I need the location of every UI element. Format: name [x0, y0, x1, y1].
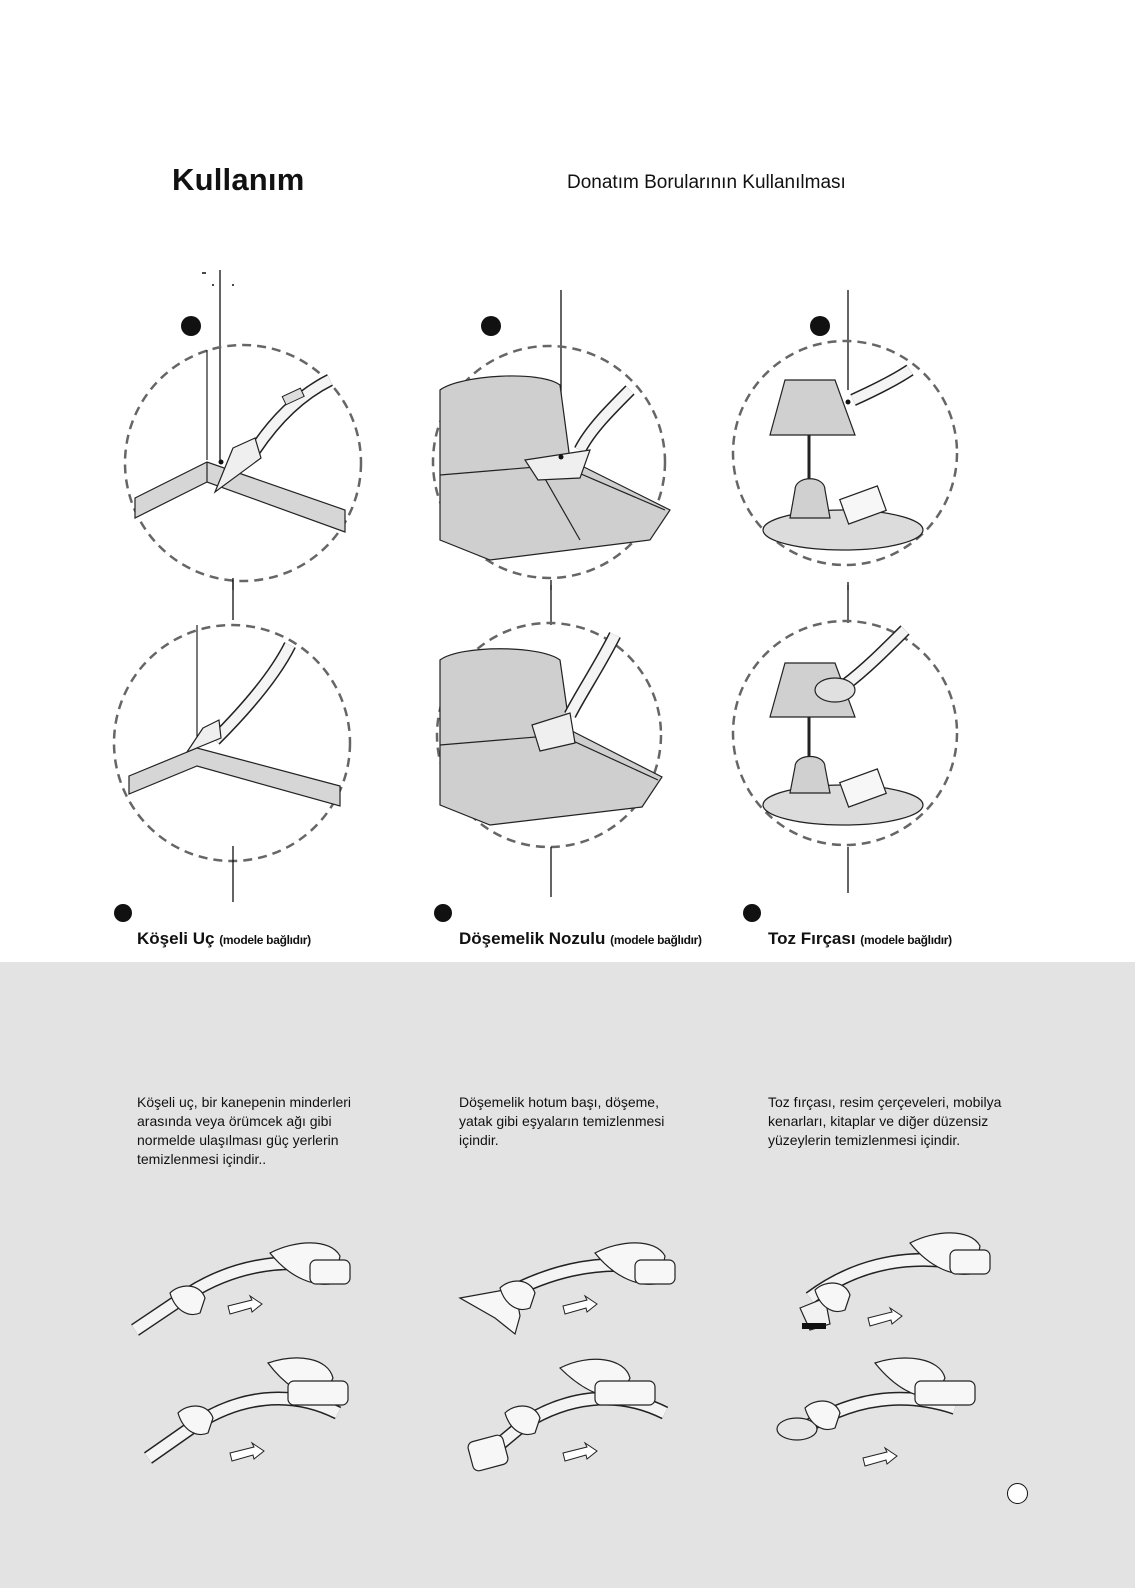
- accessory-note: (modele bağlıdır): [610, 933, 702, 947]
- step-marker: [481, 316, 501, 336]
- accessory-label: Toz Fırçası (modele bağlıdır): [768, 929, 952, 949]
- label-marker: [743, 904, 761, 922]
- label-marker: [114, 904, 132, 922]
- step-marker: [810, 316, 830, 336]
- accessory-description: Toz fırçası, resim çerçeveleri, mobilya …: [768, 1094, 1002, 1148]
- callout-marks: [200, 270, 240, 290]
- accessory-name: Köşeli Uç: [137, 929, 215, 948]
- accessory-name: Döşemelik Nozulu: [459, 929, 606, 948]
- accessory-description: Köşeli uç, bir kanepenin minderleri aras…: [137, 1094, 351, 1167]
- crevice-tool-scene-top: [123, 270, 363, 590]
- upholstery-nozzle-scene-bottom: [435, 585, 663, 897]
- accessory-note: (modele bağlıdır): [219, 933, 311, 947]
- crevice-tool-scene-bottom: [112, 580, 352, 902]
- attach-upholstery-illustration: [458, 1242, 676, 1336]
- crevice-attached-illustration: [143, 1357, 349, 1464]
- attach-dusting-brush-illustration: [799, 1232, 991, 1331]
- accessory-note: (modele bağlıdır): [860, 933, 952, 947]
- accessory-label: Döşemelik Nozulu (modele bağlıdır): [459, 929, 702, 949]
- label-marker: [434, 904, 452, 922]
- dusting-brush-scene-bottom: [731, 585, 959, 893]
- accessory-description: Döşemelik hotum başı, döşeme, yatak gibi…: [459, 1094, 665, 1148]
- accessory-name: Toz Fırçası: [768, 929, 856, 948]
- dusting-brush-scene-top: [731, 290, 959, 590]
- accessory-label: Köşeli Uç (modele bağlıdır): [137, 929, 311, 949]
- upholstery-nozzle-scene-top: [431, 290, 671, 590]
- attach-crevice-illustration: [131, 1242, 351, 1336]
- callout-marks-icon: [202, 272, 234, 286]
- dusting-brush-attached-illustration: [776, 1357, 976, 1467]
- upholstery-attached-illustration: [467, 1358, 669, 1472]
- page-title: Kullanım: [172, 162, 305, 197]
- page-subtitle: Donatım Borularının Kullanılması: [567, 172, 846, 193]
- step-marker: [181, 316, 201, 336]
- page-number-circle: [1007, 1483, 1028, 1504]
